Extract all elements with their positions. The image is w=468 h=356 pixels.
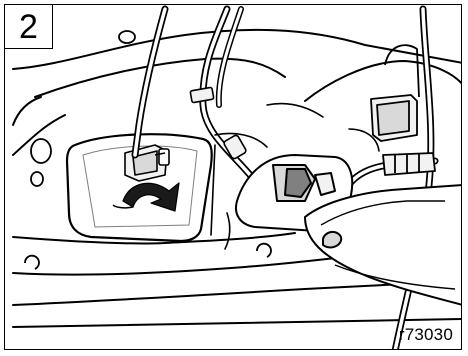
- step-number: 2: [5, 5, 53, 49]
- figure-reference-code: r73030: [399, 325, 453, 345]
- door-panel-illustration: [5, 5, 462, 350]
- figure-frame: 2 r73030: [4, 4, 462, 350]
